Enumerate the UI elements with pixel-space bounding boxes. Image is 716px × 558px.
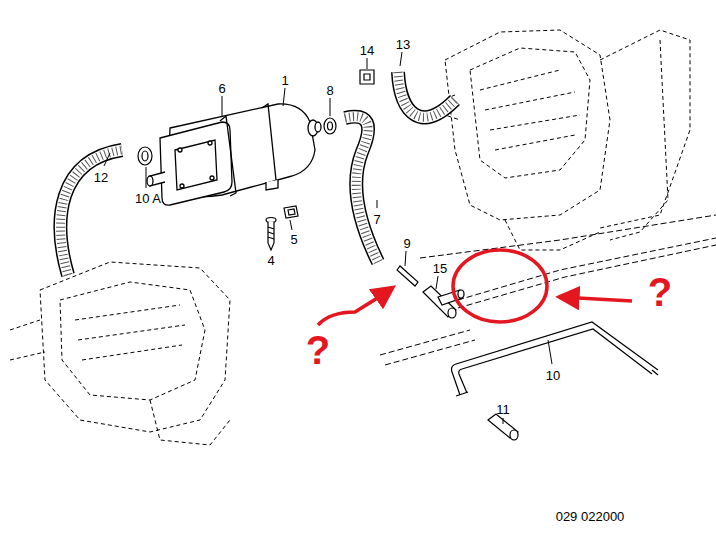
- vent-line: [380, 215, 716, 365]
- callout-number: 7: [373, 213, 380, 226]
- hose-clamp: [138, 147, 152, 165]
- callout-number: 1: [281, 74, 288, 87]
- callout-number: 10 A: [135, 192, 161, 205]
- hose-clamp: [360, 70, 374, 84]
- charcoal-canister: [147, 104, 321, 205]
- pin: [397, 266, 418, 286]
- callout-number: 12: [94, 171, 108, 184]
- sleeve: [488, 414, 518, 440]
- leader-line: [104, 52, 552, 424]
- callout-number: 9: [403, 237, 410, 250]
- callout-number: 5: [290, 233, 297, 246]
- callout-number: 6: [218, 82, 225, 95]
- drawing-number: 029 022000: [556, 510, 625, 523]
- callout-number: 11: [496, 403, 510, 416]
- hose: [398, 72, 455, 117]
- callout-number: 8: [326, 84, 333, 97]
- callout-number: 15: [433, 262, 447, 275]
- grommet: [324, 118, 336, 134]
- screw: [266, 218, 276, 251]
- pipe: [452, 322, 659, 396]
- hose: [345, 117, 378, 262]
- engine-outline: [10, 262, 230, 445]
- clip: [284, 206, 298, 218]
- engine-outline: [444, 30, 690, 250]
- question-mark: ?: [306, 330, 330, 370]
- hose: [61, 150, 122, 275]
- callout-number: 13: [396, 38, 410, 51]
- callout-number: 10: [546, 369, 560, 382]
- red-annotation: [318, 250, 632, 325]
- question-mark: ?: [648, 272, 672, 312]
- callout-number: 14: [360, 44, 374, 57]
- callout-number: 4: [267, 254, 274, 267]
